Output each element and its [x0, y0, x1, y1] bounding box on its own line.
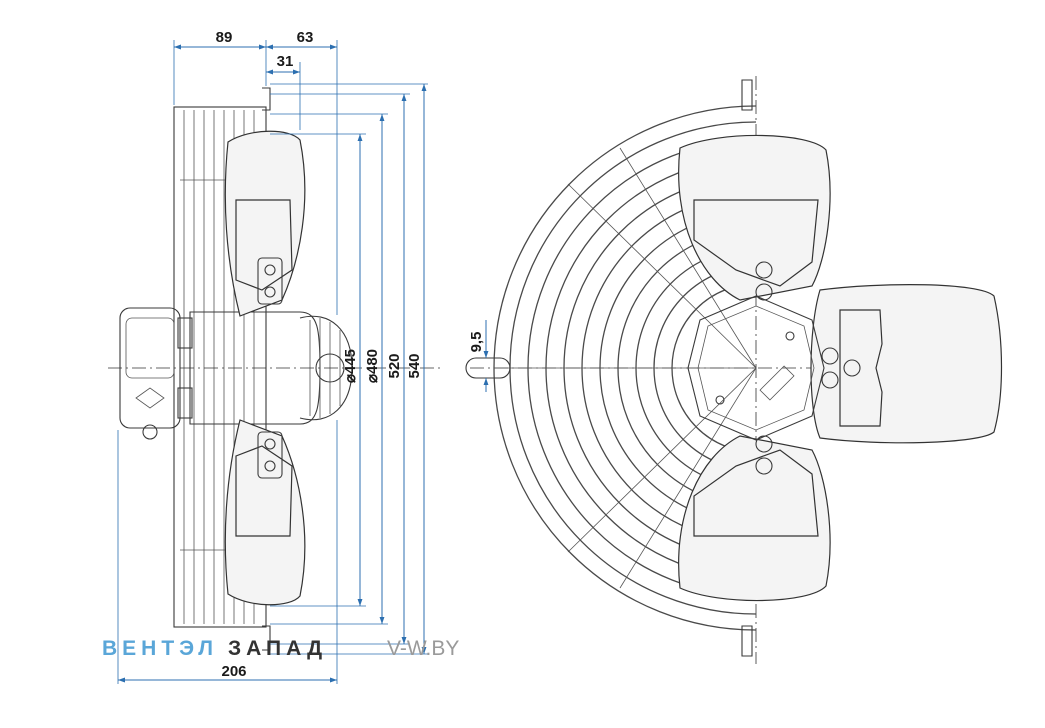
dim-9-5: 9,5 — [468, 332, 485, 353]
mounting-slot: 9,5 — [465, 320, 511, 392]
front-blades — [678, 134, 1003, 602]
side-dimension-lines — [118, 44, 427, 683]
dim-63: 63 — [297, 29, 314, 46]
dim-dia-445: ⌀445 — [342, 349, 359, 383]
dim-520: 520 — [386, 353, 403, 378]
watermark-brand-a: ВЕНТЭЛ — [102, 637, 218, 660]
dim-540: 540 — [406, 353, 423, 378]
watermark-brand-b: ЗАПАД — [228, 637, 327, 660]
watermark-domain: V-W.BY — [387, 637, 459, 660]
front-view: 9,5 — [465, 76, 1003, 664]
watermark: ВЕНТЭЛ ЗАПАД V-W.BY — [102, 637, 459, 660]
dim-dia-480: ⌀480 — [364, 349, 381, 383]
front-hub — [687, 261, 861, 475]
front-grill — [493, 79, 757, 657]
side-extension-lines — [117, 40, 428, 684]
dim-89: 89 — [216, 29, 233, 46]
side-blades — [224, 130, 306, 606]
side-view: 89 63 31 206 ⌀445 ⌀480 520 540 — [108, 29, 440, 684]
dim-31: 31 — [277, 53, 294, 70]
terminal-box — [119, 307, 193, 440]
dim-206: 206 — [221, 663, 246, 680]
